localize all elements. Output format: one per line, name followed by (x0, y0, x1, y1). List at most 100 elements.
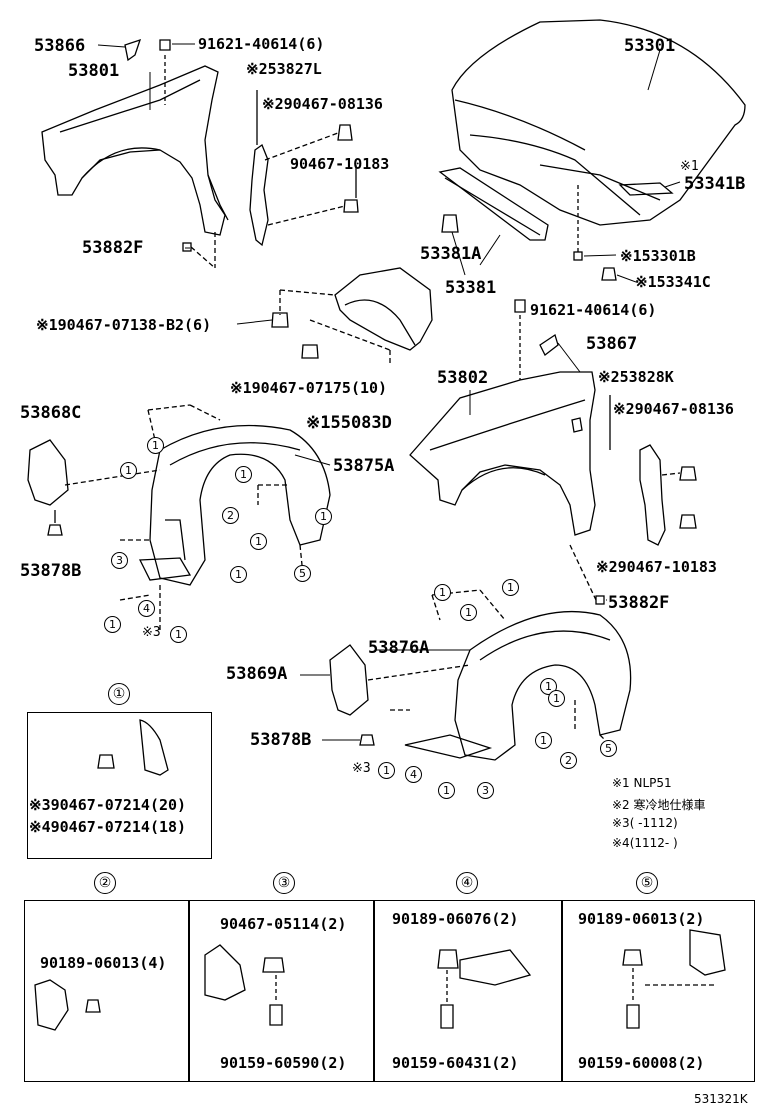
divider (188, 900, 190, 1081)
label-53878B-a[interactable]: 53878B (20, 561, 82, 581)
ref-circle-1[interactable]: 1 (170, 626, 187, 643)
label-53341C[interactable]: ※153341C (635, 273, 711, 291)
label-53381A[interactable]: 53381A (420, 244, 482, 264)
ref-circle-1[interactable]: 1 (315, 508, 332, 525)
ref-circle-5[interactable]: 5 (600, 740, 617, 757)
label-53801[interactable]: 53801 (68, 61, 120, 81)
label-53827L[interactable]: ※253827L (246, 60, 322, 78)
clip-90467-10183-a (343, 199, 359, 213)
label-90159-60590-2[interactable]: 90159-60590(2) (220, 1054, 347, 1072)
cushion-53882F-a (182, 242, 192, 252)
label-53882F-b[interactable]: 53882F (608, 593, 670, 613)
label-53381[interactable]: 53381 (445, 278, 497, 298)
bolt-91621-a (159, 39, 171, 51)
ref-circle-1[interactable]: 1 (434, 584, 451, 601)
label-53868C[interactable]: 53868C (20, 403, 82, 423)
label-mark1-hood: ※1 (680, 159, 699, 174)
label-53341B[interactable]: 53341B (684, 174, 746, 194)
bracket-53868C (27, 439, 69, 506)
ref-circle-1[interactable]: 1 (535, 732, 552, 749)
label-53876A[interactable]: 53876A (368, 638, 430, 658)
label-53866[interactable]: 53866 (34, 36, 86, 56)
label-90467-08136-b[interactable]: ※290467-08136 (613, 400, 734, 418)
hood-support-53381A (438, 167, 549, 241)
ref-circle-3[interactable]: 3 (111, 552, 128, 569)
ref-circle-1[interactable]: 1 (104, 616, 121, 633)
ref-circle-1[interactable]: 1 (438, 782, 455, 799)
label-90467-10183-a[interactable]: 90467-10183 (290, 155, 390, 173)
label-53828K[interactable]: ※253828K (598, 368, 674, 386)
ref-circle-1[interactable]: 1 (378, 762, 395, 779)
ref-circle-4[interactable]: 4 (405, 766, 422, 783)
clip-90189-06076 (437, 949, 459, 969)
screw-53878B-a (47, 524, 63, 536)
ref-circle-1[interactable]: 1 (147, 437, 164, 454)
ref-circle-1[interactable]: 1 (502, 579, 519, 596)
left-fender-53801 (41, 65, 226, 236)
nut-90467-05114 (262, 957, 285, 973)
bracket-53869A (329, 644, 369, 716)
bolt-91621-b (514, 299, 526, 313)
label-90189-06076-2[interactable]: 90189-06076(2) (392, 910, 519, 928)
ref-circle-3[interactable]: 3 (477, 782, 494, 799)
label-90467-07175[interactable]: ※190467-07175(10) (230, 379, 388, 397)
ref-circle-1[interactable]: 1 (250, 533, 267, 550)
bolt-90159-60431 (440, 1004, 454, 1029)
ref-circle-2[interactable]: 2 (222, 507, 239, 524)
bolt-90159-60008 (626, 1004, 640, 1029)
bracket-53866 (124, 38, 142, 62)
label-90467-07214-20[interactable]: ※390467-07214(20) (29, 796, 187, 814)
detail2-header: ② (94, 872, 116, 894)
divider (561, 900, 563, 1081)
label-90159-60008-2[interactable]: 90159-60008(2) (578, 1054, 705, 1072)
ref-circle-1[interactable]: 1 (460, 604, 477, 621)
figure-code: 531321K (694, 1092, 748, 1106)
clip-90467-08136-a (337, 124, 353, 141)
hood-53301 (451, 19, 746, 226)
label-53875A[interactable]: 53875A (333, 456, 395, 476)
ref-circle-5[interactable]: 5 (294, 565, 311, 582)
label-mark3-b: ※3 (352, 761, 371, 776)
clip-90467-07214 (97, 754, 115, 769)
ref-circle-1[interactable]: 1 (230, 566, 247, 583)
detail-boxes-frame (24, 900, 755, 1082)
cushion-53882F-b (595, 595, 605, 605)
bolt-90159-60590 (269, 1004, 283, 1026)
label-53867[interactable]: 53867 (586, 334, 638, 354)
label-53301B[interactable]: ※153301B (620, 247, 696, 265)
right-fender-53802 (409, 371, 596, 536)
label-53878B-b[interactable]: 53878B (250, 730, 312, 750)
divider (373, 900, 375, 1081)
label-53869A[interactable]: 53869A (226, 664, 288, 684)
ref-circle-1[interactable]: 1 (235, 466, 252, 483)
note-2: ※2 寒冷地仕様車 (612, 798, 706, 812)
note-1: ※1 NLP51 (612, 776, 672, 790)
clip-90467-10183-b (679, 514, 697, 529)
insulator-53341B (618, 182, 674, 196)
label-90467-05114-2[interactable]: 90467-05114(2) (220, 915, 347, 933)
label-53802[interactable]: 53802 (437, 368, 489, 388)
cushion-53301B (573, 251, 583, 261)
label-53882F-a[interactable]: 53882F (82, 238, 144, 258)
ref-circle-4[interactable]: 4 (138, 600, 155, 617)
label-90189-06013-4[interactable]: 90189-06013(4) (40, 954, 167, 972)
clip-90467-08136-b (679, 466, 697, 481)
note-4: ※4(1112- ) (612, 836, 678, 850)
ref-circle-2[interactable]: 2 (560, 752, 577, 769)
seal-53828K (639, 444, 666, 546)
label-90467-07138[interactable]: ※190467-07138-B2(6) (36, 316, 212, 334)
ref-circle-1[interactable]: 1 (120, 462, 137, 479)
label-90467-08136-a[interactable]: ※290467-08136 (262, 95, 383, 113)
label-53301[interactable]: 53301 (624, 36, 676, 56)
ref-circle-1[interactable]: 1 (548, 690, 565, 707)
seal-55083D (334, 267, 433, 351)
label-90467-07214-18[interactable]: ※490467-07214(18) (29, 818, 187, 836)
label-90159-60431-2[interactable]: 90159-60431(2) (392, 1054, 519, 1072)
label-55083D[interactable]: ※155083D (306, 413, 392, 433)
detail4-header: ④ (456, 872, 478, 894)
label-90189-06013-2[interactable]: 90189-06013(2) (578, 910, 705, 928)
label-91621-40614-b[interactable]: 91621-40614(6) (530, 301, 657, 319)
label-91621-40614-a[interactable]: 91621-40614(6) (198, 35, 325, 53)
label-90467-10183-b[interactable]: ※290467-10183 (596, 558, 717, 576)
